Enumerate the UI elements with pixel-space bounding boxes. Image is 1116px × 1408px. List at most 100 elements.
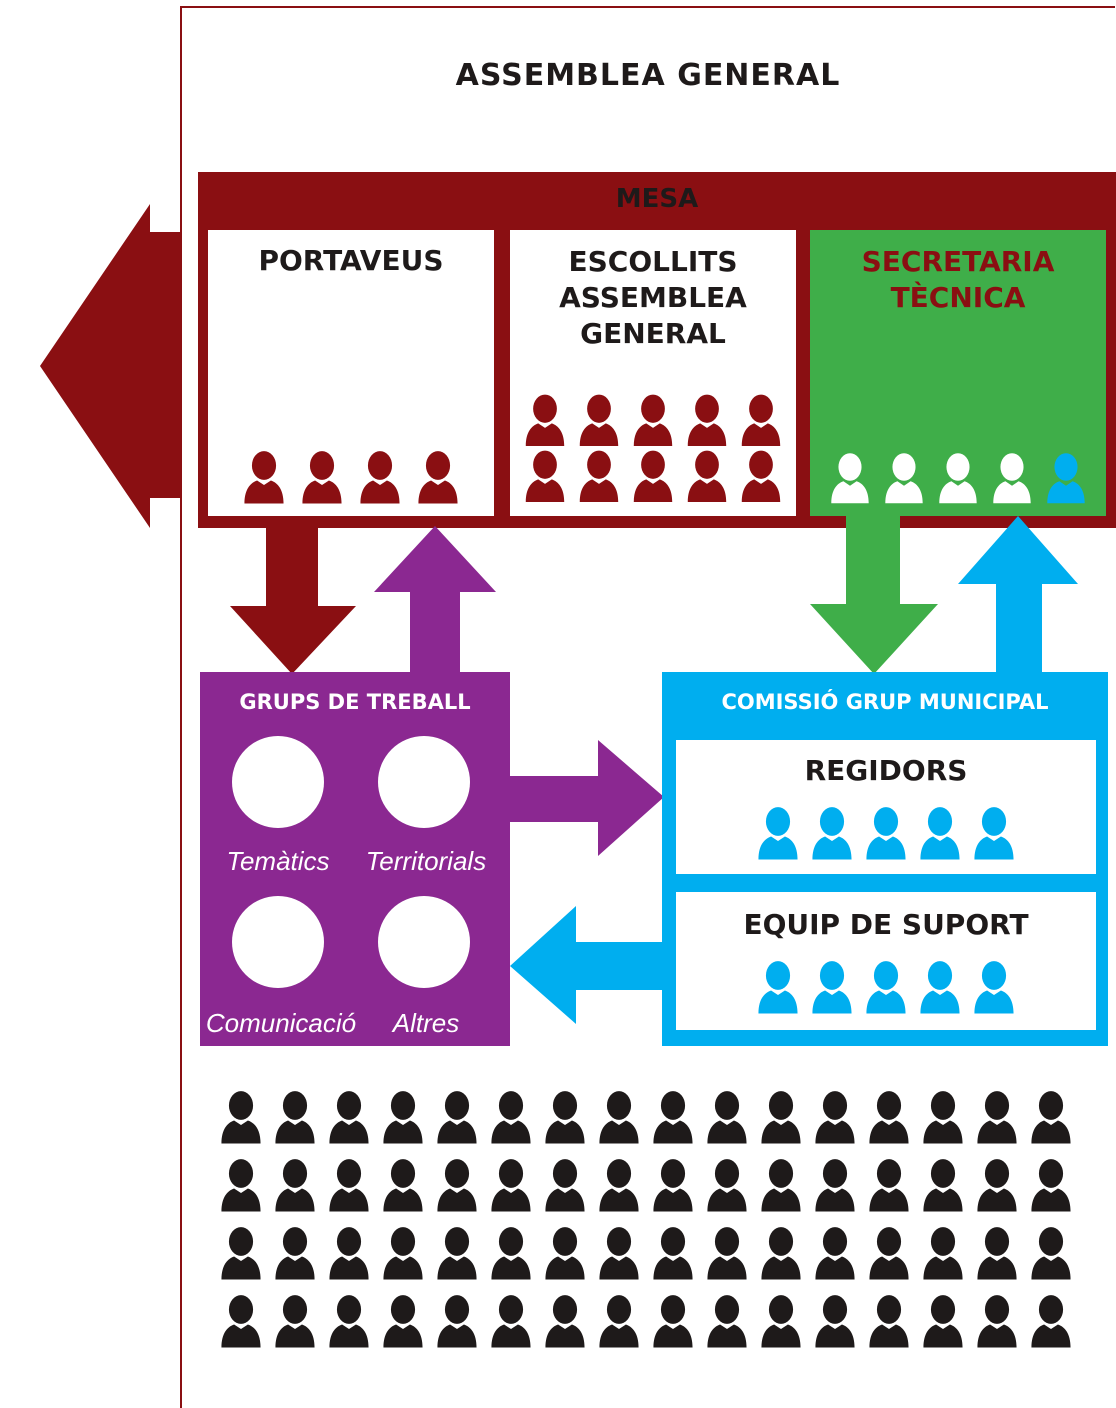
person-silhouette-icon <box>418 451 458 504</box>
regidors-label: REGIDORS <box>804 754 968 787</box>
person-silhouette-icon <box>545 1159 585 1212</box>
person-silhouette-icon <box>885 453 923 504</box>
person-silhouette-icon <box>437 1295 477 1348</box>
person-silhouette-icon <box>221 1159 261 1212</box>
person-silhouette-icon <box>329 1091 369 1144</box>
person-silhouette-icon <box>1047 453 1085 504</box>
person-silhouette-icon <box>491 1159 531 1212</box>
person-silhouette-icon <box>579 450 619 502</box>
person-silhouette-icon <box>545 1295 585 1348</box>
person-silhouette-icon <box>923 1227 963 1280</box>
person-silhouette-icon <box>383 1091 423 1144</box>
person-silhouette-icon <box>687 394 727 446</box>
page-title: ASSEMBLEA GENERAL <box>455 58 841 93</box>
person-silhouette-icon <box>633 450 673 502</box>
person-silhouette-icon <box>653 1091 693 1144</box>
person-silhouette-icon <box>741 394 781 446</box>
grup-item-tematics: Temàtics <box>226 846 330 876</box>
person-silhouette-icon <box>815 1091 855 1144</box>
person-silhouette-icon <box>741 450 781 502</box>
person-silhouette-icon <box>491 1091 531 1144</box>
person-silhouette-icon <box>599 1295 639 1348</box>
person-silhouette-icon <box>329 1227 369 1280</box>
purple-right-arrow-icon <box>510 740 664 856</box>
person-silhouette-icon <box>491 1227 531 1280</box>
person-silhouette-icon <box>923 1091 963 1144</box>
person-silhouette-icon <box>687 450 727 502</box>
person-silhouette-icon <box>707 1159 747 1212</box>
escollits-people <box>510 394 796 510</box>
person-silhouette-icon <box>437 1227 477 1280</box>
portaveus-people <box>208 450 494 506</box>
person-silhouette-icon <box>869 1159 909 1212</box>
person-silhouette-icon <box>974 807 1014 860</box>
person-silhouette-icon <box>275 1091 315 1144</box>
blue-up-arrow-icon <box>958 516 1078 674</box>
person-silhouette-icon <box>869 1295 909 1348</box>
person-silhouette-icon <box>866 961 906 1014</box>
purple-up-arrow-icon <box>374 526 496 674</box>
person-silhouette-icon <box>221 1295 261 1348</box>
person-silhouette-icon <box>866 807 906 860</box>
person-silhouette-icon <box>302 451 342 504</box>
person-silhouette-icon <box>977 1091 1017 1144</box>
person-silhouette-icon <box>761 1159 801 1212</box>
person-silhouette-icon <box>525 450 565 502</box>
escollits-label: ESCOLLITS ASSEMBLEA GENERAL <box>510 244 796 352</box>
escollits-label-line3: GENERAL <box>580 317 726 350</box>
person-silhouette-icon <box>653 1159 693 1212</box>
mesa-label: MESA <box>615 184 699 214</box>
grups-label: GRUPS DE TREBALL <box>239 690 471 714</box>
person-silhouette-icon <box>653 1227 693 1280</box>
person-silhouette-icon <box>437 1091 477 1144</box>
person-silhouette-icon <box>977 1159 1017 1212</box>
portaveus-label: PORTAVEUS <box>258 244 444 277</box>
person-silhouette-icon <box>761 1227 801 1280</box>
person-silhouette-icon <box>383 1227 423 1280</box>
regidors-people <box>676 806 1096 862</box>
person-silhouette-icon <box>974 961 1014 1014</box>
person-silhouette-icon <box>815 1295 855 1348</box>
comissio-label: COMISSIÓ GRUP MUNICIPAL <box>721 690 1049 714</box>
person-silhouette-icon <box>329 1159 369 1212</box>
escollits-label-line2: ASSEMBLEA <box>559 281 747 314</box>
person-silhouette-icon <box>707 1227 747 1280</box>
circle-territorials-icon <box>378 736 470 828</box>
circle-comunicacio-icon <box>232 896 324 988</box>
person-silhouette-icon <box>275 1227 315 1280</box>
person-silhouette-icon <box>1031 1227 1071 1280</box>
person-silhouette-icon <box>920 961 960 1014</box>
person-silhouette-icon <box>758 961 798 1014</box>
person-silhouette-icon <box>977 1227 1017 1280</box>
person-silhouette-icon <box>1031 1295 1071 1348</box>
person-silhouette-icon <box>815 1159 855 1212</box>
person-silhouette-icon <box>707 1295 747 1348</box>
blue-left-arrow-icon <box>510 906 664 1024</box>
grup-item-territorials: Territorials <box>365 846 487 876</box>
person-silhouette-icon <box>923 1159 963 1212</box>
big-left-arrow-icon <box>40 204 180 528</box>
person-silhouette-icon <box>761 1295 801 1348</box>
person-silhouette-icon <box>923 1295 963 1348</box>
person-silhouette-icon <box>383 1159 423 1212</box>
grups-circles <box>232 736 470 988</box>
person-silhouette-icon <box>707 1091 747 1144</box>
grup-item-altres: Altres <box>392 1008 460 1038</box>
person-silhouette-icon <box>993 453 1031 504</box>
person-silhouette-icon <box>599 1091 639 1144</box>
secretaria-label: SECRETARIA TÈCNICA <box>810 244 1106 316</box>
circle-tematics-icon <box>232 736 324 828</box>
assembly-people <box>218 1090 1088 1370</box>
person-silhouette-icon <box>831 453 869 504</box>
person-silhouette-icon <box>599 1159 639 1212</box>
circle-altres-icon <box>378 896 470 988</box>
person-silhouette-icon <box>869 1227 909 1280</box>
person-silhouette-icon <box>939 453 977 504</box>
person-silhouette-icon <box>761 1091 801 1144</box>
outer-frame <box>180 6 1115 1408</box>
person-silhouette-icon <box>545 1227 585 1280</box>
person-silhouette-icon <box>525 394 565 446</box>
person-silhouette-icon <box>437 1159 477 1212</box>
person-silhouette-icon <box>920 807 960 860</box>
person-silhouette-icon <box>579 394 619 446</box>
